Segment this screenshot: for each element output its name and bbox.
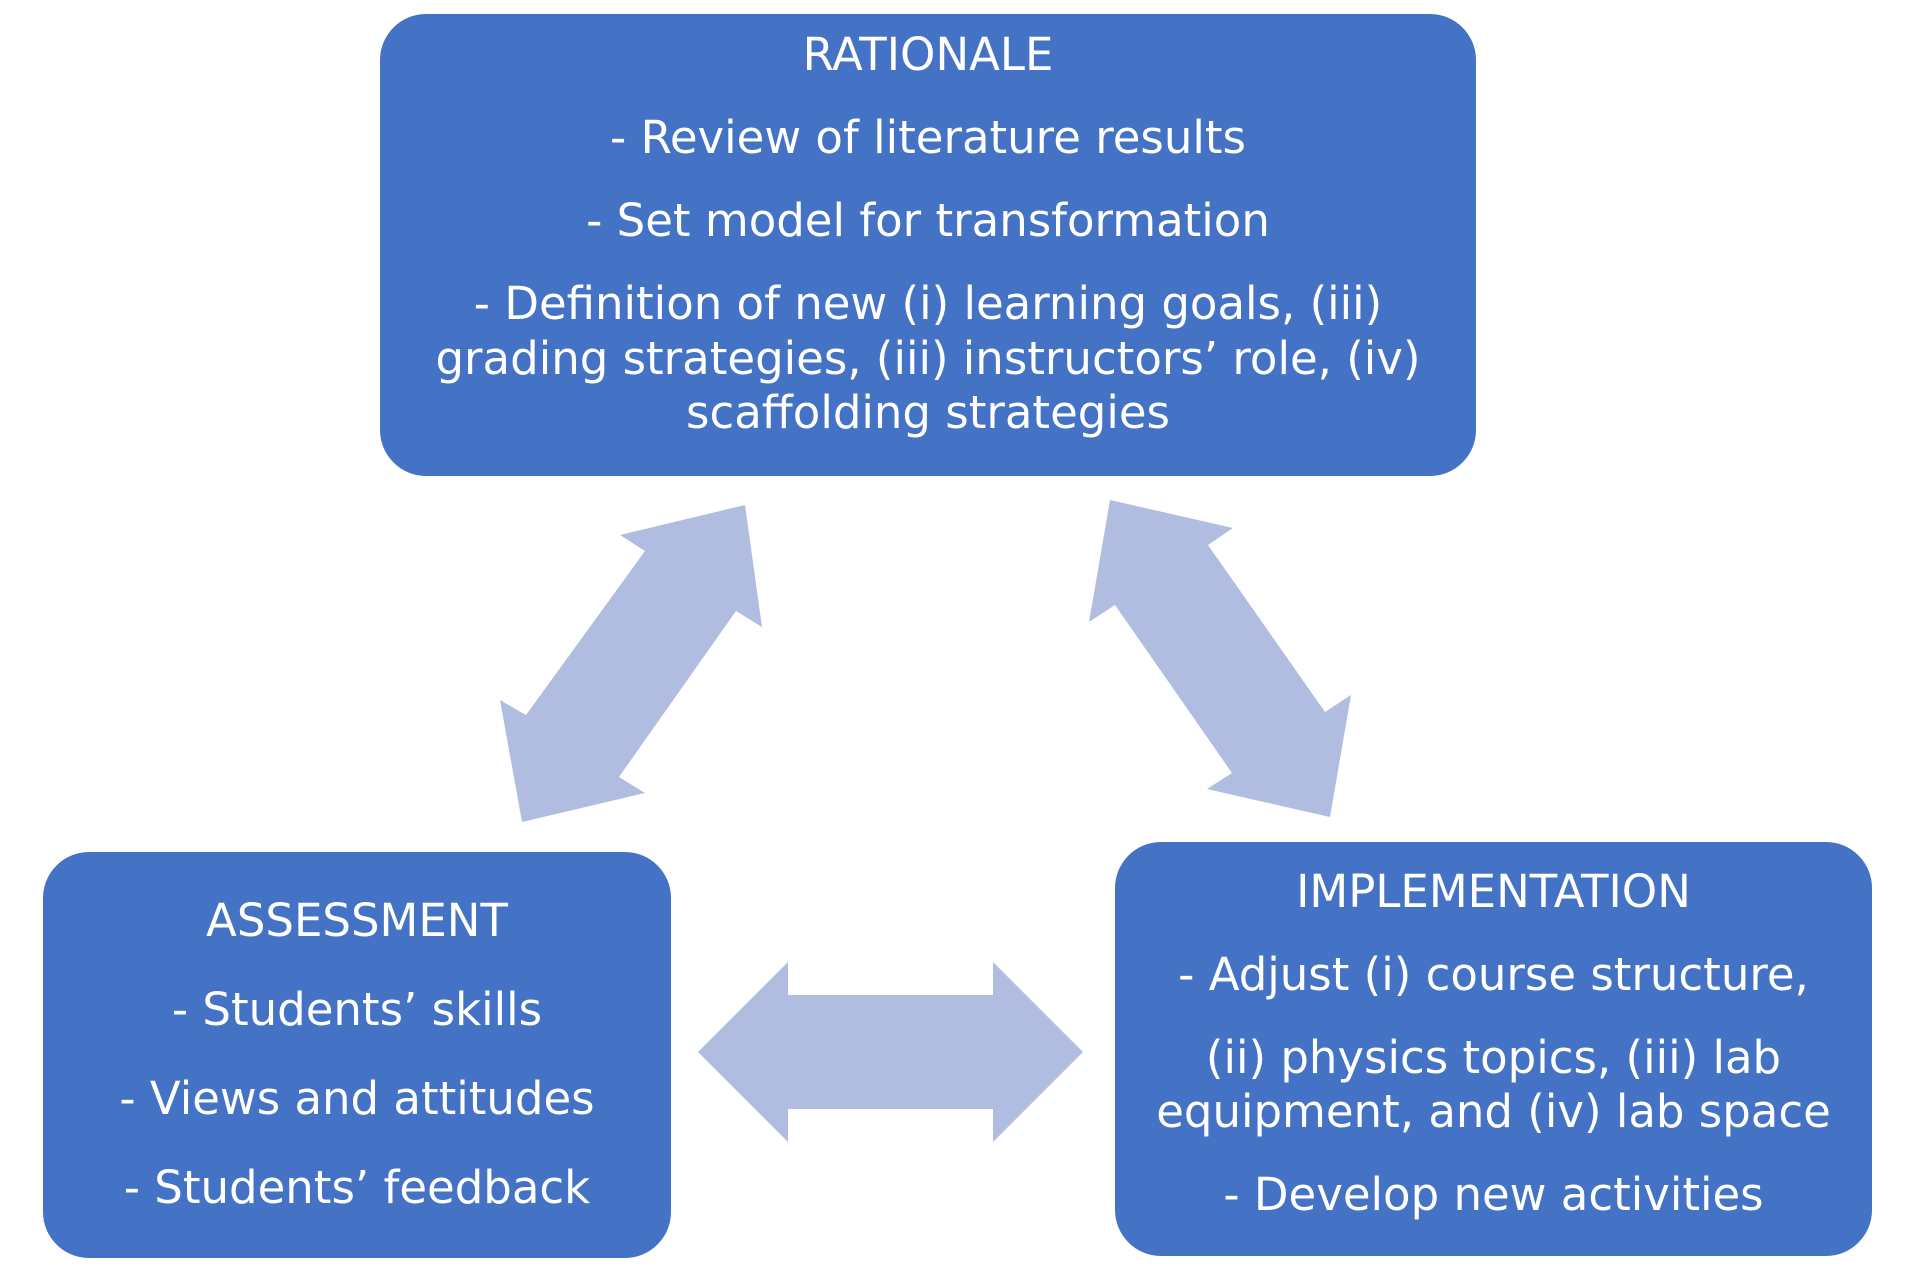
assessment-item-skills: - Students’ skills (171, 983, 543, 1037)
rationale-item-model: - Set model for transformation (586, 193, 1270, 247)
implementation-item-adjust: - Adjust (i) course structure, (1178, 947, 1809, 1001)
rationale-title: RATIONALE (802, 28, 1054, 81)
assessment-item-views: - Views and attitudes (119, 1072, 595, 1125)
implementation-title: IMPLEMENTATION (1296, 864, 1691, 918)
rationale-box: RATIONALE - Review of literature results… (380, 14, 1476, 476)
assessment-item-feedback: - Students’ feedback (123, 1160, 591, 1214)
arrow-rationale-implementation (1089, 500, 1351, 817)
assessment-box: ASSESSMENT - Students’ skills - Views an… (43, 852, 671, 1258)
assessment-title: ASSESSMENT (206, 894, 508, 948)
implementation-box: IMPLEMENTATION - Adjust (i) course struc… (1115, 842, 1872, 1256)
rationale-item-definition: - Definition of new (i) learning goals, … (435, 276, 1421, 440)
arrow-assessment-rationale (500, 505, 762, 822)
implementation-item-topics: (ii) physics topics, (iii) lab equipment… (1156, 1030, 1831, 1139)
implementation-item-activities: - Develop new activities (1223, 1168, 1764, 1222)
rationale-item-literature: - Review of literature results (610, 110, 1246, 164)
arrow-assessment-implementation (698, 962, 1083, 1142)
